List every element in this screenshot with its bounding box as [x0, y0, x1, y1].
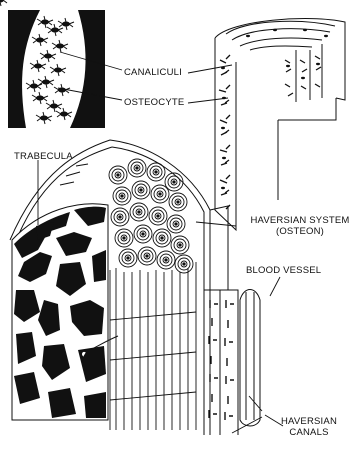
bone-shaft-right-edge	[210, 206, 228, 290]
label-osteocyte: OSTEOCYTE	[124, 97, 184, 108]
label-blood-vessel: BLOOD VESSEL	[246, 265, 321, 276]
longitudinal-lamellae	[110, 262, 196, 430]
label-haversian-canals: HAVERSIAN CANALS	[264, 416, 354, 438]
osteocyte-inset	[0, 0, 105, 128]
label-trabecula: TRABECULA	[14, 151, 73, 162]
label-haversian-system: HAVERSIAN SYSTEM (OSTEON)	[245, 215, 355, 237]
label-haversian-canals-line1: HAVERSIAN	[264, 416, 354, 427]
label-canaliculi: CANALICULI	[124, 67, 182, 78]
haversian-canals	[204, 290, 238, 435]
label-haversian-system-line2: (OSTEON)	[245, 226, 355, 237]
trabecular-bone	[12, 204, 108, 420]
label-haversian-canals-line2: CANALS	[264, 427, 354, 438]
osteon-column-inset	[215, 19, 345, 230]
osteon-cross-sections	[109, 159, 193, 273]
label-haversian-system-line1: HAVERSIAN SYSTEM	[245, 215, 355, 226]
